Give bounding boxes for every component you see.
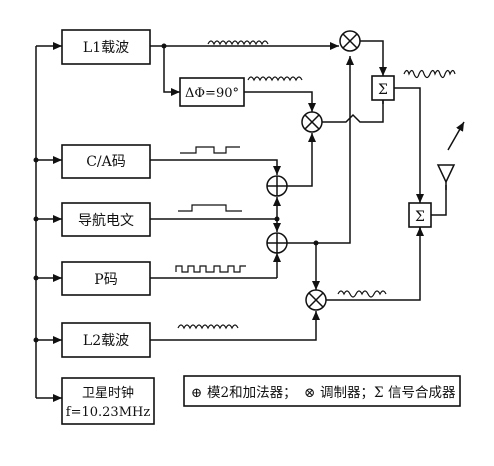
l2-carrier-block: L2载波	[61, 322, 151, 358]
antenna-icon	[431, 121, 465, 216]
modulator-outputs	[322, 40, 424, 301]
l2-carrier-label: L2载波	[83, 333, 129, 349]
legend-modulator-text: 调制器；	[320, 385, 374, 401]
l1-carrier-wave	[207, 40, 269, 46]
combiner-l1: Σ	[371, 75, 395, 101]
l2-path	[150, 311, 320, 341]
modulator-l2	[305, 289, 327, 311]
l1-carrier-block: L1载波	[61, 29, 151, 65]
p-code-label: P码	[94, 272, 117, 288]
clock-label-line1: 卫星时钟	[82, 385, 134, 401]
ca-code-block: C/A码	[61, 144, 151, 179]
l2-composite-wave	[337, 290, 387, 298]
clock-bus	[33, 42, 62, 402]
modulator-l1-quadrature	[301, 111, 323, 133]
ca-code-wave	[180, 146, 240, 154]
combiner-l1-symbol: Σ	[378, 82, 388, 98]
legend-combiner-text: 信号合成器	[388, 385, 456, 401]
l1-composite-wave	[403, 69, 456, 79]
quadrature-carrier-wave	[247, 76, 303, 82]
satellite-clock-block: 卫星时钟 f=10.23MHz	[61, 377, 155, 425]
legend-adder-text: 模2和加法器；	[207, 385, 297, 401]
legend-combiner-symbol: Σ	[374, 385, 384, 401]
legend-adder-symbol: ⊕	[191, 385, 202, 401]
code-paths	[150, 159, 281, 279]
nav-message-block: 导航电文	[61, 202, 151, 237]
ca-code-label: C/A码	[86, 154, 126, 170]
l1-carrier-label: L1载波	[83, 40, 129, 56]
p-code-wave	[175, 265, 246, 273]
p-code-block: P码	[61, 261, 151, 296]
adder-outputs	[287, 56, 354, 290]
legend-modulator-symbol: ⊗	[304, 385, 315, 401]
phase-shift-label: ΔΦ=90°	[185, 86, 239, 101]
l1-path	[150, 42, 339, 112]
combiner-final-symbol: Σ	[415, 209, 425, 225]
modulator-l1-inphase	[339, 30, 361, 52]
l2-carrier-wave	[177, 324, 239, 330]
mod2-adder-bottom	[266, 232, 288, 254]
clock-label-line2: f=10.23MHz	[66, 405, 151, 420]
phase-shift-block: ΔΦ=90°	[179, 77, 245, 107]
combiner-final: Σ	[408, 202, 432, 228]
mod2-adder-top	[266, 175, 288, 197]
nav-message-label: 导航电文	[78, 213, 134, 229]
waveforms	[175, 40, 456, 330]
legend: ⊕ 模2和加法器； ⊗ 调制器； Σ 信号合成器	[183, 375, 461, 407]
nav-message-wave	[178, 204, 242, 212]
